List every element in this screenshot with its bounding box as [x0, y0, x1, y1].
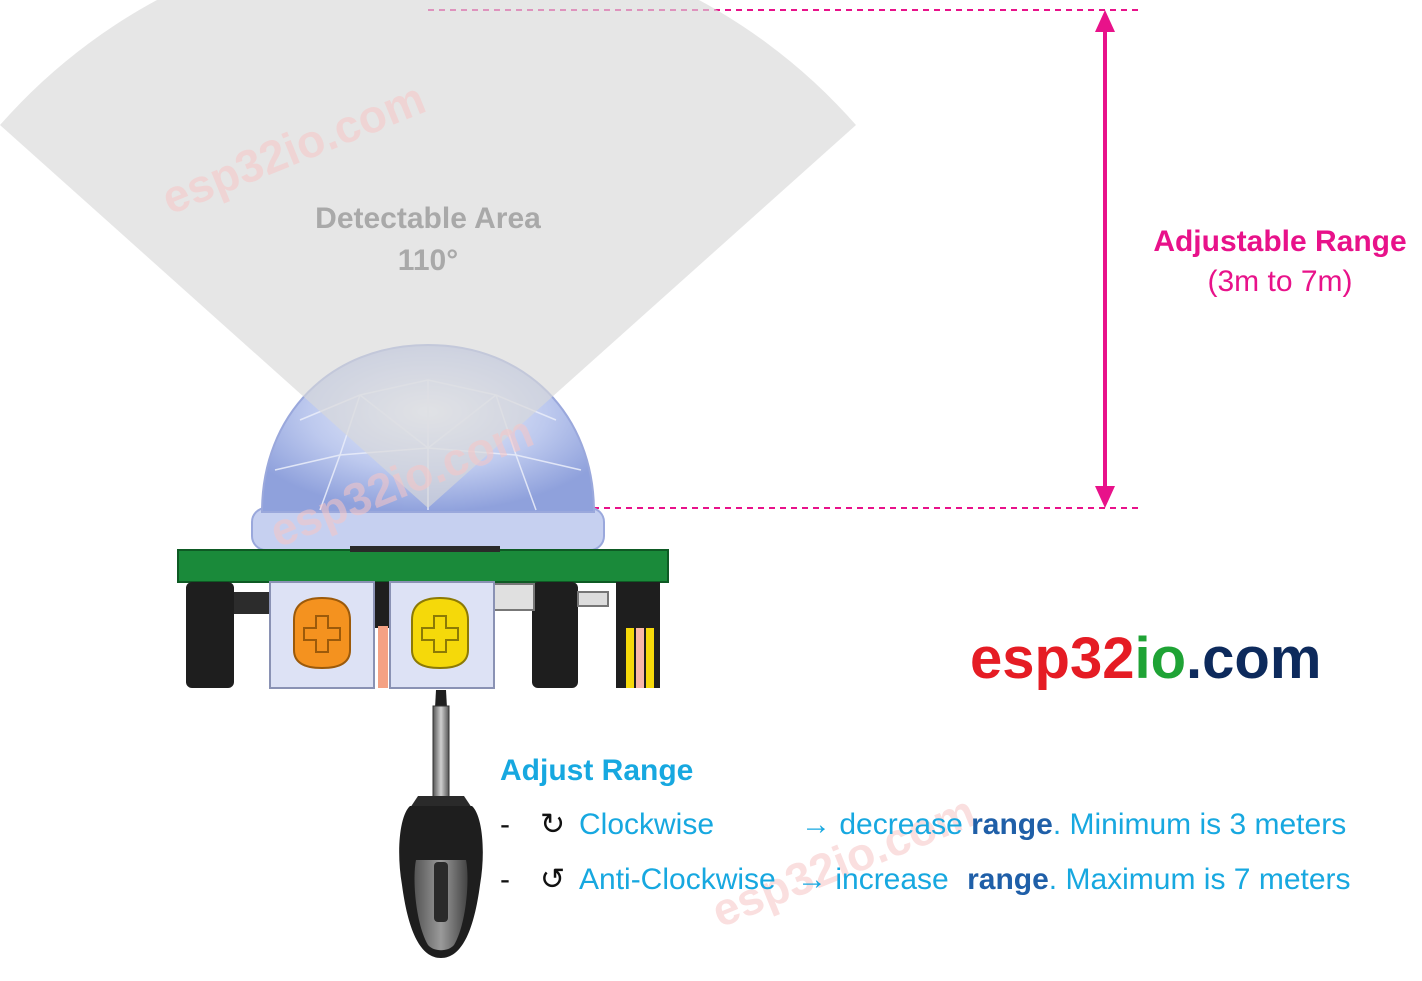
time-potentiometer-cross-icon	[303, 615, 341, 653]
adjust-range-title: Adjust Range	[500, 754, 693, 787]
clockwise-arrow-icon: ↻	[540, 808, 565, 841]
left-connector-post	[186, 582, 234, 688]
range-potentiometer-cross-icon	[421, 615, 459, 653]
pin-header-stripe-3	[646, 628, 654, 688]
range-arrow-head-down	[1095, 486, 1115, 508]
detectable-area-fan	[0, 0, 856, 508]
effect-word-2: increase	[835, 863, 948, 896]
pot-divider-salmon	[378, 626, 388, 688]
brand-logo: esp32io.com	[970, 626, 1321, 691]
brand-part-io: io	[1134, 626, 1186, 691]
brand-part-esp32: esp32	[970, 626, 1134, 691]
pot-divider-black	[374, 582, 390, 628]
time-potentiometer-knob	[293, 596, 351, 670]
right-connector-post	[532, 582, 578, 688]
instruction-effect-2: → increase range. Maximum is 7 meters	[797, 863, 1351, 896]
left-post-stub	[234, 592, 270, 614]
keyword-2: range	[967, 863, 1049, 896]
result-arrow-2: →	[797, 863, 827, 896]
instruction-effect-1: → decrease range. Minimum is 3 meters	[801, 808, 1346, 841]
screwdriver-shaft	[432, 705, 450, 799]
result-arrow-1: →	[801, 808, 831, 841]
screwdriver-tip	[435, 690, 447, 708]
instruction-direction-1: Clockwise	[579, 808, 714, 841]
pcb-chip	[350, 546, 500, 552]
keyword-1: range	[971, 808, 1053, 841]
range-potentiometer-knob	[411, 596, 469, 670]
limit-text-2: . Maximum is 7 meters	[1049, 863, 1351, 896]
brand-part-com: .com	[1186, 626, 1321, 691]
instruction-bullet-1: -	[500, 808, 510, 841]
effect-word-1: decrease	[839, 808, 962, 841]
right-post-stub	[493, 583, 535, 611]
instruction-direction-2: Anti-Clockwise	[579, 863, 776, 896]
limit-text-1: . Minimum is 3 meters	[1053, 808, 1346, 841]
detectable-area-angle: 110°	[398, 244, 458, 277]
anticlockwise-arrow-icon: ↺	[540, 863, 565, 896]
range-arrow-head-up	[1095, 10, 1115, 32]
screwdriver-icon	[399, 690, 483, 958]
pin-header-stripe-1	[626, 628, 634, 688]
pin-header-stripe-2	[636, 628, 644, 688]
adjustable-range-title: Adjustable Range	[1153, 225, 1406, 258]
instruction-bullet-2: -	[500, 863, 510, 896]
adjustable-range-subtitle: (3m to 7m)	[1207, 265, 1352, 298]
pcb-board	[177, 549, 669, 583]
detectable-area-title: Detectable Area	[315, 202, 541, 235]
jumper-block	[577, 591, 609, 607]
screwdriver-ferrule	[410, 796, 472, 808]
screwdriver-handle-label	[434, 862, 448, 922]
